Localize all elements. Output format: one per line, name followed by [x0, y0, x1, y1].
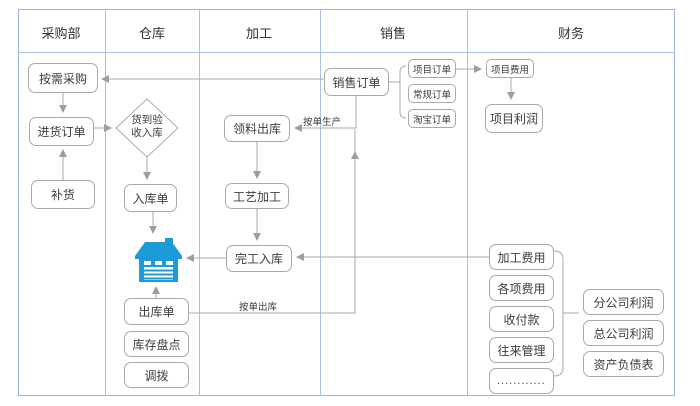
node-inbound-receipt[interactable]: 入库单: [124, 184, 177, 212]
node-transactions-mgmt[interactable]: 往来管理: [489, 337, 554, 363]
node-outbound-receipt[interactable]: 出库单: [124, 298, 189, 325]
edge-outboundreceipt-to-salesorder: [189, 151, 359, 314]
lane-divider: [199, 9, 200, 396]
node-balance-sheet[interactable]: 资产负债表: [583, 351, 664, 377]
node-label: 分公司利润: [593, 295, 654, 310]
node-processing-expense[interactable]: 加工费用: [489, 244, 554, 270]
node-label: 资产负债表: [593, 357, 654, 372]
decision-label-arrival-inspection: 货到验 收入库: [119, 114, 175, 140]
node-replenishment[interactable]: 补货: [31, 180, 95, 209]
lane-divider: [467, 9, 468, 396]
lane-header-finance: 财务: [557, 26, 585, 41]
node-label: 总公司利润: [593, 326, 654, 341]
node-project-expense[interactable]: 项目费用: [486, 59, 534, 78]
node-label: 加工费用: [497, 250, 546, 265]
node-ellipsis[interactable]: ............: [489, 368, 554, 394]
decision-label-line2: 收入库: [131, 127, 163, 140]
node-demand-purchase[interactable]: 按需采购: [28, 63, 98, 93]
node-label: 项目订单: [412, 64, 451, 76]
node-label: 往来管理: [497, 343, 546, 358]
node-material-outbound[interactable]: 领料出库: [224, 115, 290, 142]
node-label: 完工入库: [234, 252, 283, 266]
node-label: 常规订单: [412, 89, 451, 101]
node-project-profit[interactable]: 项目利润: [485, 104, 543, 133]
node-label: ............: [497, 375, 546, 387]
decision-diamond-arrival-inspection[interactable]: [115, 98, 179, 158]
bracket-order-types: [399, 65, 407, 119]
edge-label-outbound-by-order: 按单出库: [239, 302, 278, 313]
node-label: 进货订单: [37, 125, 86, 139]
node-label: 出库单: [138, 305, 175, 319]
node-label: 收付款: [503, 312, 540, 327]
node-finished-inbound[interactable]: 完工入库: [226, 245, 292, 272]
node-label: 项目利润: [489, 112, 538, 126]
warehouse-chimney: [165, 238, 173, 245]
node-label: 库存盘点: [132, 337, 181, 352]
node-hq-profit[interactable]: 总公司利润: [583, 320, 664, 346]
node-payments[interactable]: 收付款: [489, 306, 554, 332]
node-purchase-order[interactable]: 进货订单: [29, 117, 94, 146]
node-label: 各项费用: [497, 281, 546, 296]
warehouse-roof: [135, 242, 182, 259]
lane-divider: [105, 9, 106, 396]
lane-header-purchasing: 采购部: [41, 26, 81, 41]
node-misc-expense[interactable]: 各项费用: [489, 275, 554, 301]
node-process-machining[interactable]: 工艺加工: [225, 183, 289, 209]
node-project-order[interactable]: 项目订单: [408, 59, 456, 78]
node-label: 销售订单: [332, 75, 381, 90]
decision-label-line1: 货到验: [131, 114, 163, 126]
node-label: 补货: [50, 188, 75, 202]
node-label: 领料出库: [232, 122, 281, 136]
node-branch-profit[interactable]: 分公司利润: [583, 289, 664, 315]
node-stock-count[interactable]: 库存盘点: [124, 331, 189, 357]
edge-salesorder-to-materialoutbound: [294, 96, 357, 132]
edge-label-produce-by-order: 按单生产: [303, 117, 342, 128]
node-label: 淘宝订单: [412, 114, 451, 126]
node-label: 调拨: [144, 368, 169, 383]
node-label: 项目费用: [490, 64, 529, 76]
lane-header-sales: 销售: [379, 26, 407, 41]
node-sales-order[interactable]: 销售订单: [324, 68, 389, 96]
node-label: 入库单: [132, 191, 169, 206]
node-transfer[interactable]: 调拨: [124, 362, 189, 388]
lane-header-warehouse: 仓库: [138, 26, 166, 41]
node-label: 工艺加工: [232, 189, 281, 204]
lane-header-processing: 加工: [245, 26, 273, 41]
warehouse-building-icon: [135, 238, 182, 282]
lane-divider: [320, 9, 321, 396]
brace-expense-group: [553, 250, 564, 377]
node-taobao-order[interactable]: 淘宝订单: [408, 109, 456, 128]
node-label: 按需采购: [38, 71, 87, 86]
node-regular-order[interactable]: 常规订单: [408, 84, 456, 103]
lane-header-divider: [18, 52, 675, 53]
